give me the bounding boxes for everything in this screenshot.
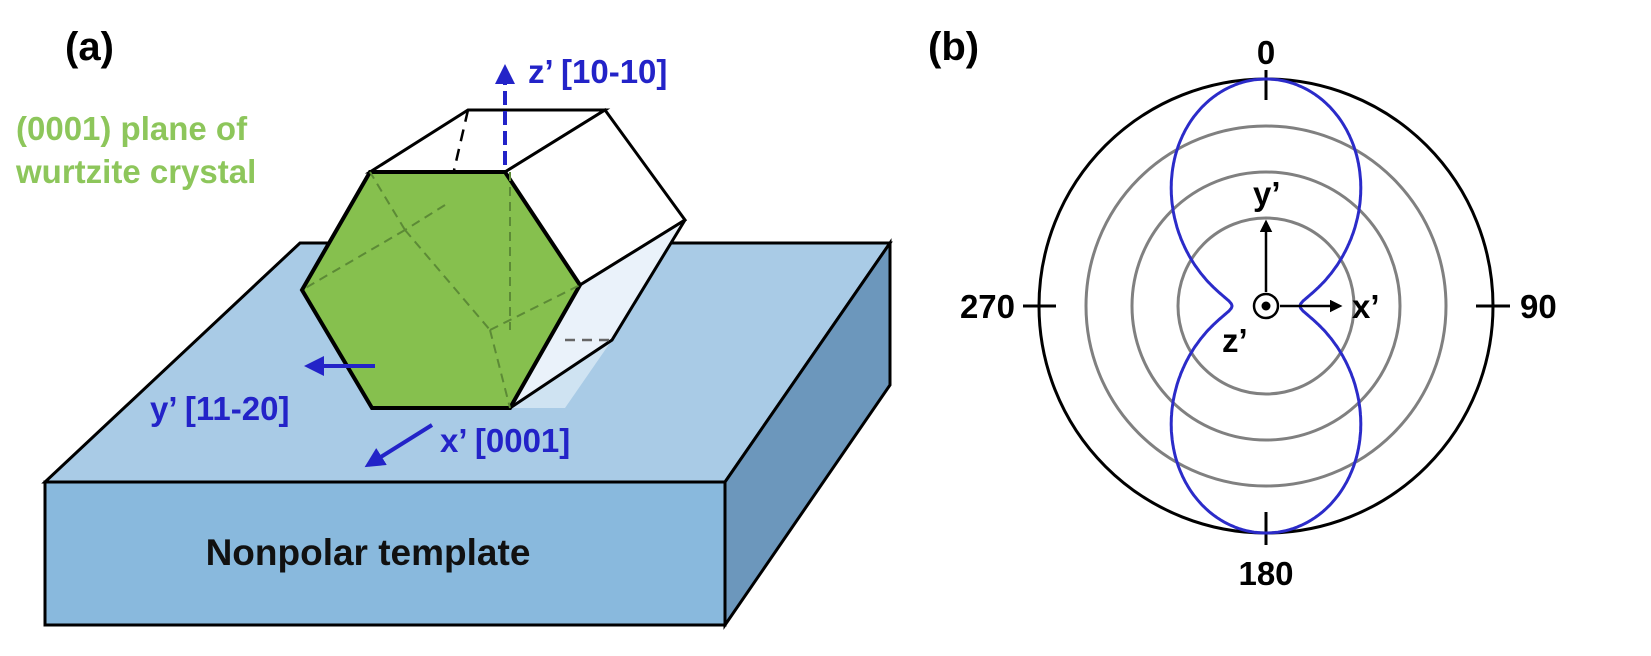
template-side-face: [723, 238, 892, 630]
panel-b-label: (b): [928, 25, 979, 69]
wurtzite-crystal: [299, 107, 688, 410]
plane-caption-line1: (0001) plane of: [16, 110, 248, 147]
angle-label-90: 90: [1520, 288, 1557, 325]
angle-label-270: 270: [960, 288, 1015, 325]
angle-label-0: 0: [1257, 34, 1275, 71]
y-axis-label: y’ [11-20]: [150, 390, 289, 427]
x-axis-label: x’ [0001]: [440, 422, 570, 459]
z-axis-label: z’ [10-10]: [528, 53, 667, 90]
template-label: Nonpolar template: [206, 532, 531, 573]
panel-a: (a) Nonpolar template: [15, 25, 893, 630]
polar-grid-ring: [1084, 124, 1448, 488]
polar-grid-ring: [1130, 170, 1402, 442]
panel-b: (b) y’ x’ z’ 0 90 180 270: [928, 25, 1557, 592]
z-prime-dot: [1261, 301, 1271, 311]
y-prime-label: y’: [1253, 175, 1281, 212]
angle-label-180: 180: [1238, 555, 1293, 592]
polar-intensity-curve: [1169, 77, 1363, 535]
x-prime-label: x’: [1352, 288, 1380, 325]
plane-caption-line2: wurtzite crystal: [15, 153, 256, 190]
z-prime-label: z’: [1222, 322, 1248, 359]
crystal-internal-lines: [301, 171, 581, 409]
x-axis-arrow: [364, 423, 434, 468]
panel-a-label: (a): [65, 25, 114, 69]
polar-grid-ring: [1176, 216, 1356, 396]
